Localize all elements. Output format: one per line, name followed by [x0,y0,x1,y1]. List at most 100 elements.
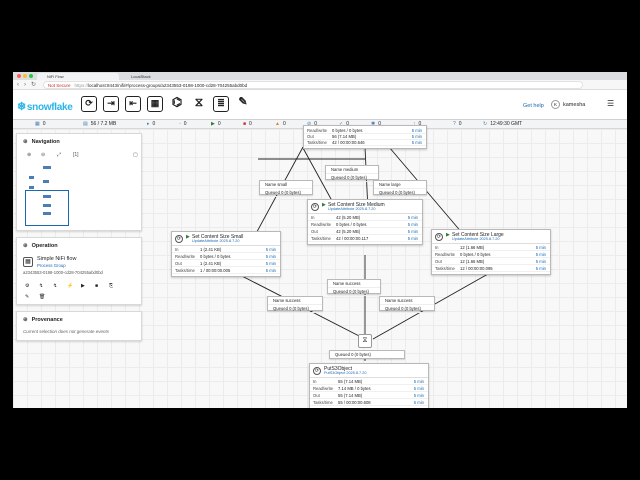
connection-funnel-out[interactable]: Queued 0 (0 bytes) [329,350,405,359]
navigation-title[interactable]: ⊕Navigation [23,139,60,145]
funnel-icon[interactable]: ⧖ [358,334,372,348]
queue-icon: ▤ [83,121,88,127]
template-icon[interactable]: ⎘ [109,283,114,289]
enable-icon[interactable]: ↯ [53,283,58,289]
connection-success-left[interactable]: Name success Queued 0 (0 bytes) [267,296,323,313]
forward-icon[interactable]: › [24,82,26,88]
hamburger-menu-icon[interactable]: ☰ [607,99,615,108]
running-icon: ▶ [322,202,326,208]
status-locally-modified: ✱0 [371,121,381,127]
processor-tool-icon[interactable]: ⟳ [81,96,97,112]
viewport-box[interactable] [25,190,69,226]
output-port-tool-icon[interactable]: ⇤ [125,96,141,112]
provenance-panel: ⊕Provenance Current selection does not g… [16,311,142,341]
label-tool-icon[interactable]: ✎ [238,96,248,108]
sync-failure-icon: ? [453,121,456,127]
flow-canvas[interactable]: ⊕Navigation ⊕ ⊖ ⤢ [1] ▢ ⊕Operation ▦ Sim… [13,125,627,408]
status-stale: ↑0 [413,121,422,127]
input-port-tool-icon[interactable]: ⇥ [103,96,119,112]
provenance-note: Current selection does not generate even… [23,329,110,334]
get-help-link[interactable]: Get help [523,103,544,109]
birdseye-view[interactable] [23,162,137,228]
operation-title[interactable]: ⊕Operation [23,243,58,249]
minimize-window-icon[interactable] [23,74,27,78]
connection-medium[interactable]: Name medium Queued 0 (0 bytes) [325,165,379,182]
birdseye-toggle-icon[interactable]: ▢ [133,152,138,158]
template-tool-icon[interactable]: ≣ [213,96,229,112]
configure-icon[interactable]: ⚙ [25,283,30,289]
disabled-icon: ⊘ [307,121,312,127]
fit-screen-icon[interactable]: ⤢ [57,152,62,158]
process-group-icon: ▦ [23,257,33,267]
running-icon: ▶ [186,234,190,240]
navigation-collapse-icon[interactable]: ⊕ [23,139,28,145]
connection-success-right[interactable]: Name success Queued 0 (0 bytes) [379,296,435,313]
connection-success-mid[interactable]: Name success Queued 0 (0 bytes) [327,279,381,296]
status-cluster: ▦0 [35,121,46,127]
delete-icon[interactable]: 🗑 [39,294,46,300]
provenance-title[interactable]: ⊕Provenance [23,317,63,323]
start-icon[interactable]: ▶ [81,283,85,289]
warning-icon: ▲ [275,121,280,127]
status-sync-failure: ?0 [453,121,462,127]
back-icon[interactable]: ‹ [17,82,19,88]
status-queued: ▤56 / 7.2 MB [83,121,117,127]
zoom-out-icon[interactable]: ⊖ [41,152,46,158]
stop-icon[interactable]: ■ [95,283,99,289]
running-icon: ▶ [446,232,450,238]
remote-group-tool-icon[interactable]: ⌬ [171,95,183,109]
maximize-window-icon[interactable] [29,74,33,78]
reload-icon[interactable]: ↻ [31,82,37,88]
operation-collapse-icon[interactable]: ⊕ [23,243,28,249]
modified-icon: ✱ [371,121,376,127]
status-up-to-date: ✓0 [339,121,349,127]
variables-icon[interactable]: ↯ [39,283,44,289]
processor-icon: ⟳ [435,233,443,241]
disable-icon[interactable]: ⚡ [67,283,74,289]
not-transmitting-icon: ◦ [179,121,181,127]
close-window-icon[interactable] [17,74,21,78]
operation-panel: ⊕Operation ▦ Simple NiFi flow Process Gr… [16,237,142,305]
refresh-icon[interactable]: ↻ [483,121,488,127]
zoom-in-icon[interactable]: ⊕ [27,152,32,158]
stale-icon: ↑ [413,121,416,127]
connection-small[interactable]: Name small Queued 0 (0 bytes) [259,180,313,197]
provenance-collapse-icon[interactable]: ⊕ [23,317,28,323]
connection-large[interactable]: Name large Queued 0 (0 bytes) [373,180,427,197]
actual-size-icon[interactable]: [1] [73,152,79,158]
flow-type: Process Group [37,263,66,268]
browser-tab-nifi[interactable]: NiFi Flow [37,73,119,80]
browser-tab-localstack[interactable]: LocalStack [131,74,151,79]
status-running: ▶0 [211,121,221,127]
snowflake-icon: ❄ [17,101,26,113]
process-group-tool-icon[interactable]: ▦ [147,96,163,112]
avatar: K [551,100,560,109]
funnel-tool-icon[interactable]: ⧖ [194,95,204,109]
not-secure-badge[interactable]: Not Secure [48,83,71,88]
status-transmitting: ▸0 [147,121,156,127]
status-invalid: ▲0 [275,121,286,127]
color-icon[interactable]: ✎ [25,294,30,300]
